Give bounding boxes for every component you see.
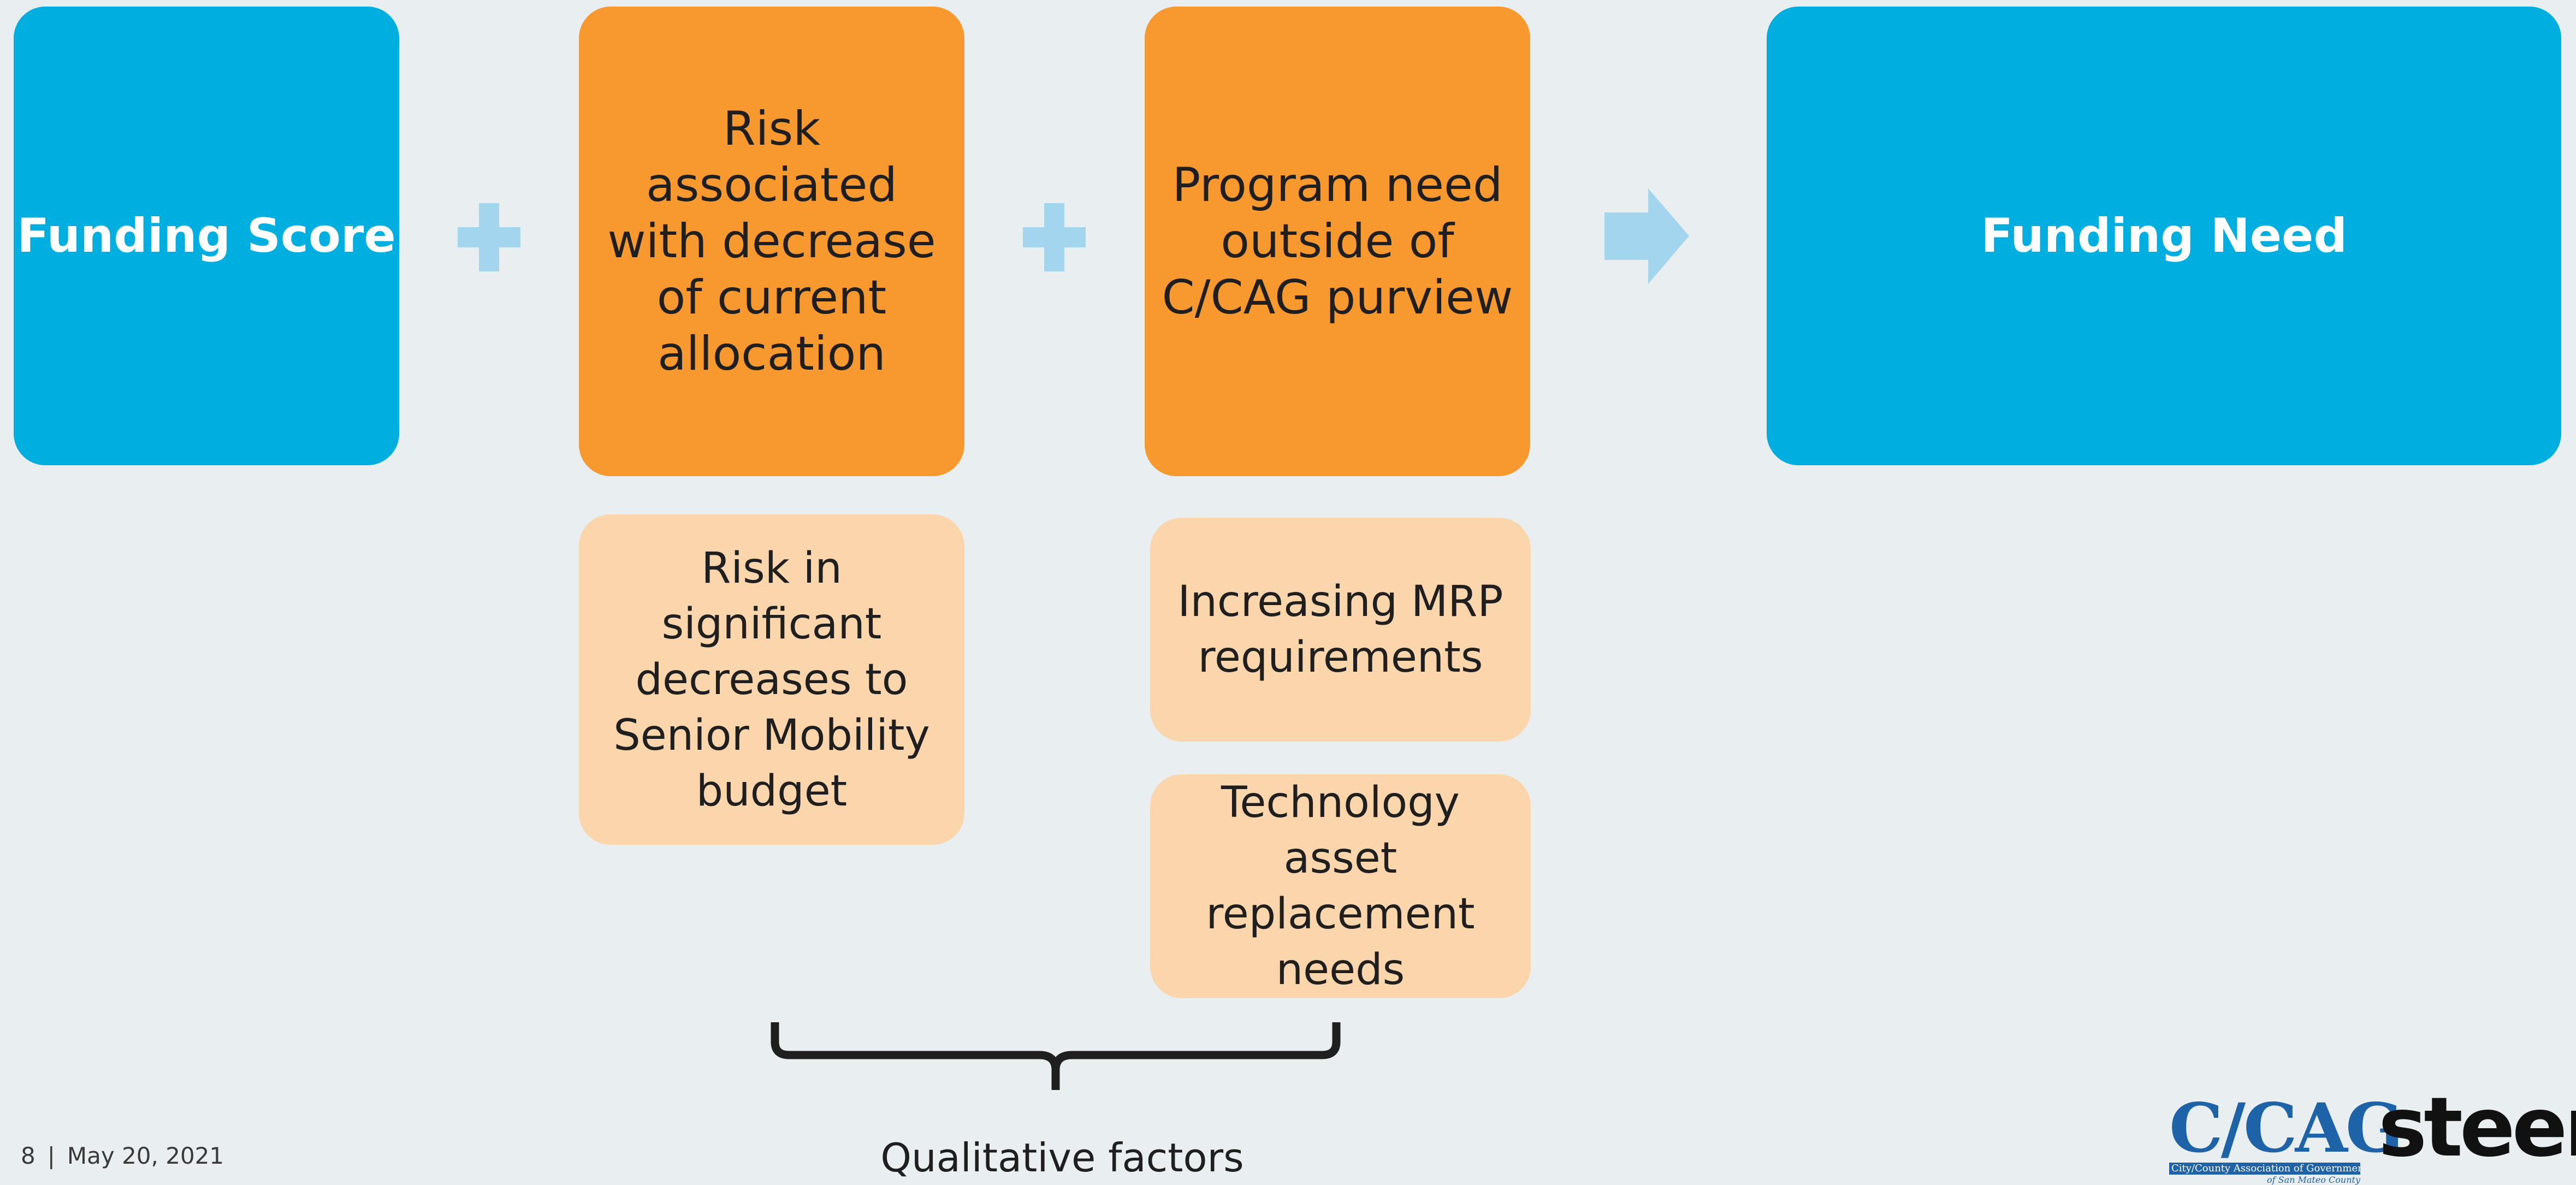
footer-separator: | <box>47 1142 55 1169</box>
plus-icon <box>1023 203 1086 271</box>
curly-brace-icon <box>771 1022 1341 1090</box>
risk-allocation-box: Risk associated with decrease of current… <box>579 7 964 476</box>
ccag-logo-mark: C/CAG <box>2169 1089 2403 1168</box>
steer-logo: steer <box>2378 1080 2576 1175</box>
ccag-logo: C/CAG City/County Association of Governm… <box>2169 1089 2403 1185</box>
mrp-label: Increasing MRP requirements <box>1177 577 1503 682</box>
slide-date: May 20, 2021 <box>67 1142 224 1169</box>
technology-box: Technology asset replacement needs <box>1150 774 1531 998</box>
qualitative-factors-caption: Qualitative factors <box>880 1135 1244 1181</box>
senior-mobility-box: Risk in significant decreases to Senior … <box>579 514 964 845</box>
plus-icon <box>458 203 520 271</box>
page-number: 8 <box>21 1142 35 1169</box>
right-arrow-icon <box>1604 188 1689 284</box>
ccag-logo-subtitle-county: of San Mateo County <box>2266 1175 2360 1185</box>
program-need-box: Program need outside of C/CAG purview <box>1145 7 1530 476</box>
funding-need-box: Funding Need <box>1767 7 2561 465</box>
funding-score-label: Funding Score <box>17 209 396 263</box>
program-need-label: Program need outside of C/CAG purview <box>1162 157 1513 325</box>
ccag-logo-subtitle: City/County Association of Governments <box>2169 1163 2360 1175</box>
senior-mobility-label: Risk in significant decreases to Senior … <box>613 543 930 816</box>
risk-allocation-label: Risk associated with decrease of current… <box>607 101 936 381</box>
mrp-box: Increasing MRP requirements <box>1150 518 1531 742</box>
funding-score-box: Funding Score <box>14 7 399 465</box>
slide-footer: 8 | May 20, 2021 <box>21 1142 224 1169</box>
funding-need-label: Funding Need <box>1981 209 2347 263</box>
technology-label: Technology asset replacement needs <box>1206 778 1475 994</box>
